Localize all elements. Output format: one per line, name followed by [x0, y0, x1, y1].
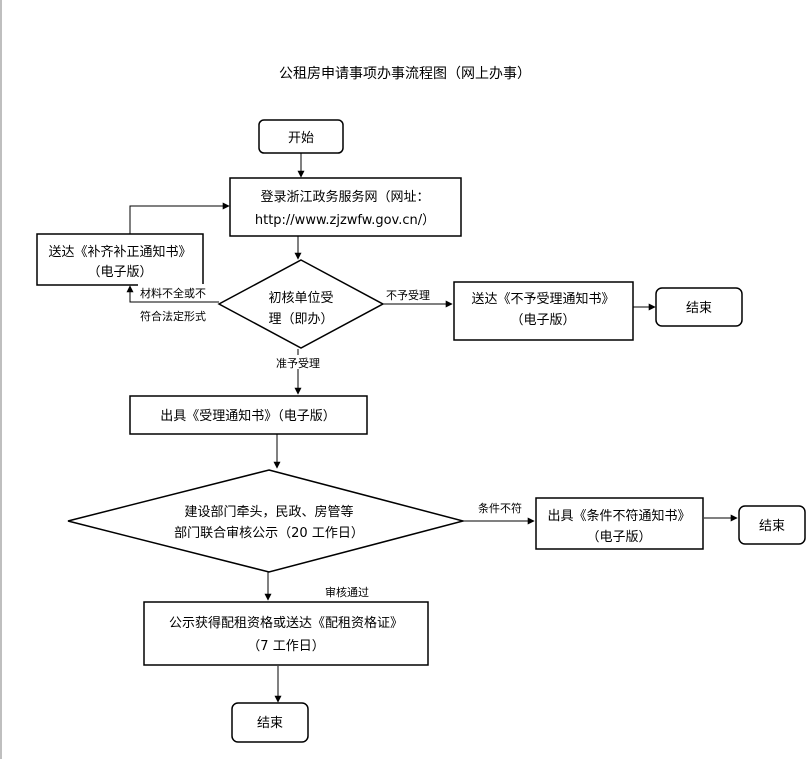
- login-label-line1: 登录浙江政务服务网（网址：: [260, 189, 429, 205]
- supplement-label-line1: 送达《补齐补正通知书》: [48, 244, 191, 260]
- edge-label-accepted: 准予受理: [276, 357, 320, 370]
- supplement-label-line2: （电子版）: [87, 265, 152, 280]
- end-terminal-2: [738, 505, 806, 545]
- edge-label-approved: 审核通过: [325, 585, 369, 599]
- publicity-box: [143, 601, 429, 666]
- accept-notice-label: 出具《受理通知书》（电子版）: [160, 408, 336, 424]
- edge-label-bg-incomplete: [138, 284, 216, 299]
- edge-label-not-qualified: 条件不符: [478, 501, 522, 515]
- edge-label-incomplete-line2: 符合法定形式: [140, 309, 206, 323]
- end-terminal-1: [655, 287, 743, 327]
- supplement-notice-box: [36, 233, 204, 286]
- end1-label: 结束: [686, 301, 712, 316]
- end2-label: 结束: [759, 519, 785, 534]
- publicity-label-line1: 公示获得配租资格或送达《配租资格证》: [169, 615, 403, 631]
- joint-review-decision-diamond: [67, 469, 466, 573]
- review-label-line2: 理（即办）: [268, 312, 333, 327]
- edge-label-bg-accepted: [274, 355, 324, 369]
- end3-label: 结束: [257, 716, 283, 731]
- review-decision-diamond: [217, 259, 385, 349]
- accept-notice-box: [129, 395, 368, 435]
- page-title: 公租房申请事项办事流程图（网上办事）: [279, 66, 531, 82]
- edge-supplement-to-login: [129, 202, 230, 235]
- edge-label-incomplete-line1: 材料不全或不: [140, 286, 206, 300]
- edge-review-to-supplement: [126, 285, 219, 303]
- joint-review-label-line1: 建设部门牵头，民政、房管等: [184, 504, 353, 520]
- joint-review-label-line2: 部门联合审核公示（20 工作日）: [174, 526, 364, 541]
- fail-notice-box: [535, 497, 704, 550]
- fail-label-line1: 出具《条件不符通知书》: [547, 508, 690, 524]
- start-label: 开始: [288, 131, 314, 146]
- login-process-box: [229, 177, 462, 237]
- edge-label-not-accepted: 不予受理: [386, 289, 430, 302]
- reject-notice-box: [453, 281, 634, 341]
- login-label-line2: http://www.zjzwfw.gov.cn/）: [255, 213, 435, 228]
- end-terminal-3: [231, 702, 309, 743]
- start-terminal: [258, 119, 344, 154]
- fail-label-line2: （电子版）: [586, 530, 651, 545]
- reject-label-line2: （电子版）: [510, 313, 575, 328]
- review-label-line1: 初核单位受: [268, 291, 333, 306]
- reject-label-line1: 送达《不予受理通知书》: [471, 291, 614, 307]
- publicity-label-line2: （7 工作日）: [247, 639, 324, 654]
